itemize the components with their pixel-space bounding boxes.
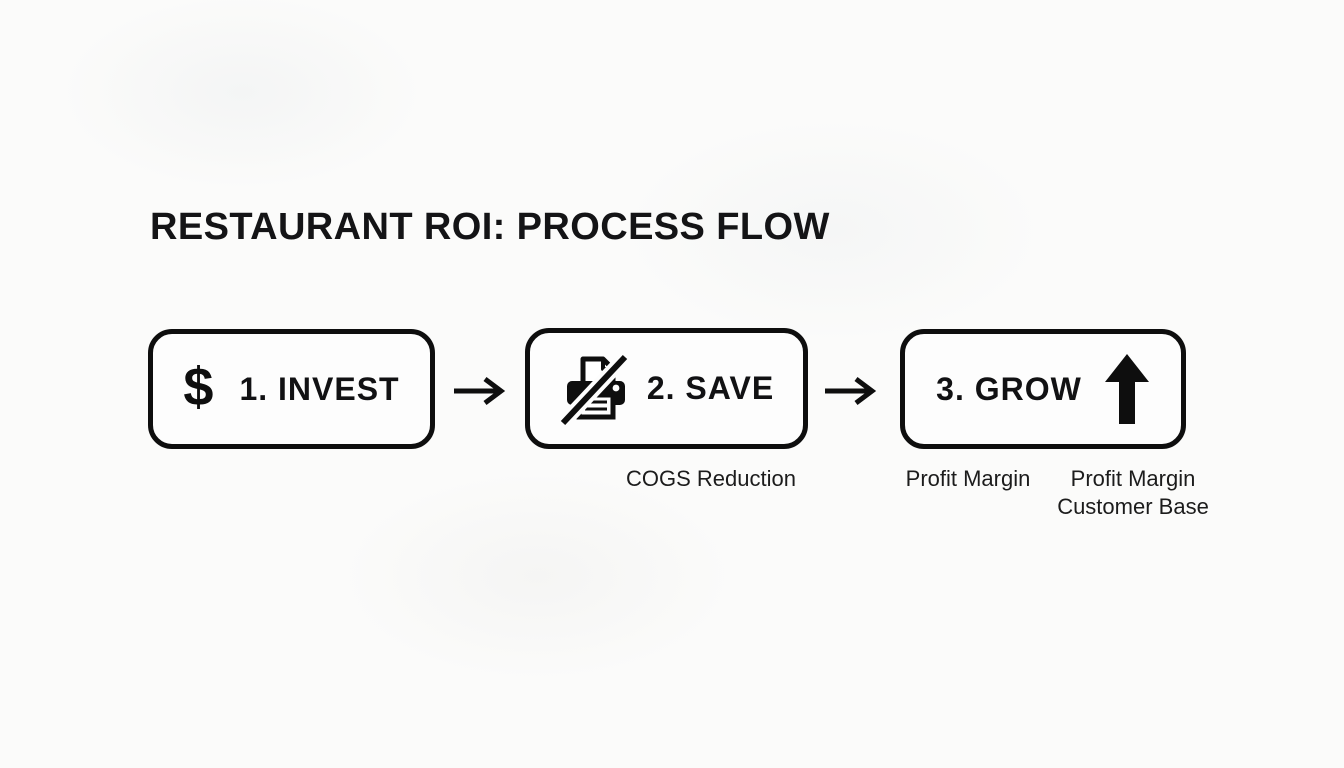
step-label-save: 2. SAVE	[646, 370, 775, 406]
arrow-up-icon	[1104, 354, 1150, 424]
page-title: RESTAURANT ROI: PROCESS FLOW	[150, 206, 830, 248]
caption-profit-margin: Profit Margin	[905, 466, 1031, 491]
caption-profit-margin-customer-base: Profit Margin Customer Base	[1057, 465, 1209, 521]
caption-line: Customer Base	[1057, 494, 1209, 519]
flow-step-save: 2. SAVE	[525, 328, 808, 449]
step-label-invest: 1. INVEST	[239, 370, 400, 407]
flow-step-grow: 3. GROW	[900, 329, 1186, 449]
arrow-right-icon	[823, 374, 877, 408]
caption-cogs-reduction: COGS Reduction	[626, 466, 796, 491]
arrow-right-icon	[452, 374, 506, 408]
dollar-sign-icon: $	[183, 357, 214, 417]
flow-step-invest: $ 1. INVEST	[148, 329, 435, 449]
step-label-grow: 3. GROW	[936, 370, 1082, 407]
printer-slash-icon	[558, 351, 633, 427]
caption-line: Profit Margin	[1070, 466, 1196, 491]
